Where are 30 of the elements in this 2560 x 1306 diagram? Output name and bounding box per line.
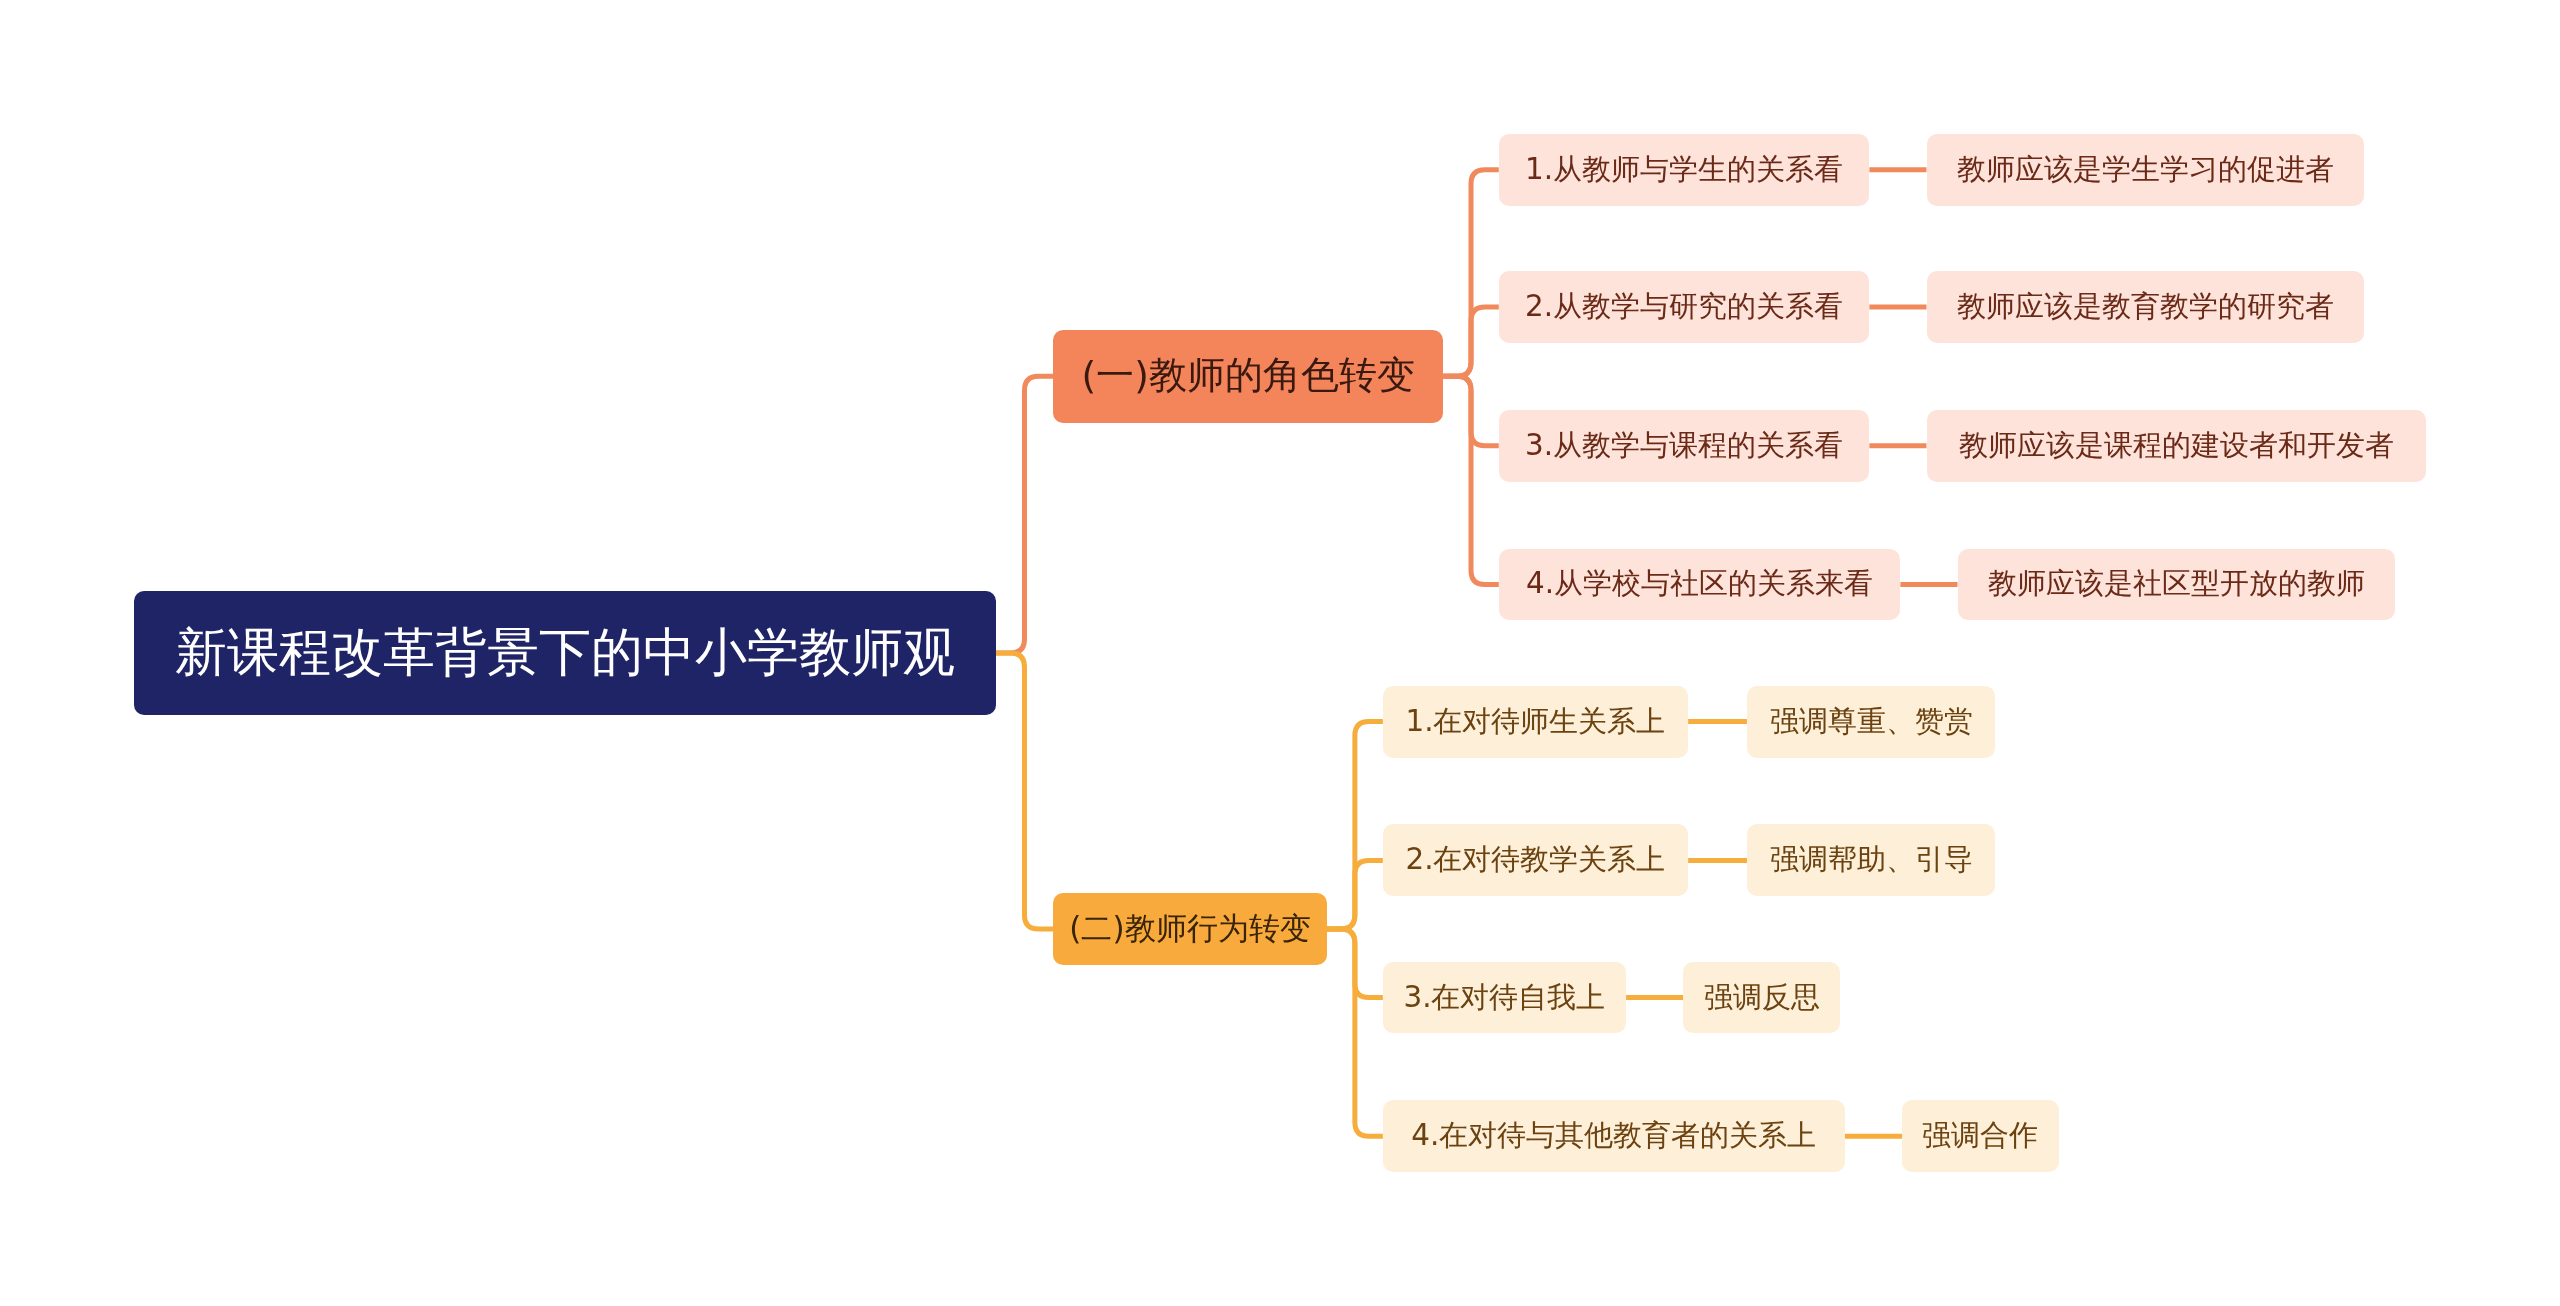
connector-line bbox=[1844, 1133, 1903, 1139]
subtopic-box: 教师应该是学生学习的促进者 bbox=[1926, 133, 2365, 206]
connector-line bbox=[1688, 719, 1747, 725]
subtopic-box: 2.在对待教学关系上 bbox=[1382, 824, 1689, 897]
subtopic-box: 1.在对待师生关系上 bbox=[1382, 685, 1689, 758]
subtopic-box: 2.从教学与研究的关系看 bbox=[1498, 271, 1870, 343]
connector-line bbox=[1869, 443, 1927, 449]
subtopic-box: 教师应该是课程的建设者和开发者 bbox=[1926, 409, 2427, 482]
subtopic-box: 教师应该是教育教学的研究者 bbox=[1926, 271, 2365, 343]
subtopic-box: 4.在对待与其他教育者的关系上 bbox=[1382, 1100, 1845, 1173]
subtopic-box: 强调合作 bbox=[1902, 1100, 2059, 1173]
connector-line bbox=[1869, 167, 1927, 173]
subtopic-box: 强调反思 bbox=[1683, 961, 1840, 1034]
subtopic-box: 强调尊重、赞赏 bbox=[1746, 685, 1996, 758]
subtopic-box: 3.在对待自我上 bbox=[1382, 961, 1627, 1034]
subtopic-box: 教师应该是社区型开放的教师 bbox=[1957, 548, 2396, 621]
connector-line bbox=[1626, 995, 1684, 1001]
subtopic-box: 强调帮助、引导 bbox=[1746, 824, 1996, 897]
connector-line bbox=[1326, 926, 1383, 1139]
connector-line bbox=[1869, 304, 1927, 310]
branch-topic-box: (二)教师行为转变 bbox=[1053, 893, 1327, 965]
subtopic-box: 3.从教学与课程的关系看 bbox=[1498, 409, 1870, 482]
branch-topic-box: (一)教师的角色转变 bbox=[1053, 329, 1444, 423]
connector-line bbox=[1900, 582, 1958, 587]
subtopic-box: 4.从学校与社区的关系来看 bbox=[1498, 548, 1901, 621]
connector-line bbox=[1443, 373, 1499, 587]
connector-line bbox=[1688, 857, 1747, 863]
central-topic-box: 新课程改革背景下的中小学教师观 bbox=[133, 591, 996, 716]
subtopic-box: 1.从教师与学生的关系看 bbox=[1498, 133, 1870, 206]
connector-line bbox=[995, 650, 1054, 932]
